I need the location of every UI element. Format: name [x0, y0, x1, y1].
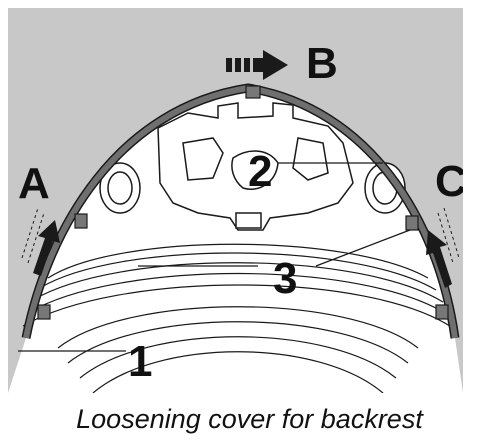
callout-c: C [435, 157, 463, 206]
concentric-arcs [22, 243, 454, 393]
figure-caption: Loosening cover for backrest [76, 404, 423, 434]
technical-illustration: 1 2 3 A B C [8, 8, 463, 393]
arrow-c [426, 207, 460, 288]
arrow-b [226, 50, 288, 80]
arrow-a [21, 207, 60, 276]
callout-1: 1 [128, 337, 152, 386]
left-knob [99, 162, 141, 214]
cover-clips [37, 85, 449, 320]
callout-3: 3 [273, 254, 297, 303]
leader-lines [18, 162, 411, 352]
callout-a: A [18, 159, 50, 208]
callout-b: B [306, 39, 338, 88]
callout-2: 2 [248, 147, 272, 196]
